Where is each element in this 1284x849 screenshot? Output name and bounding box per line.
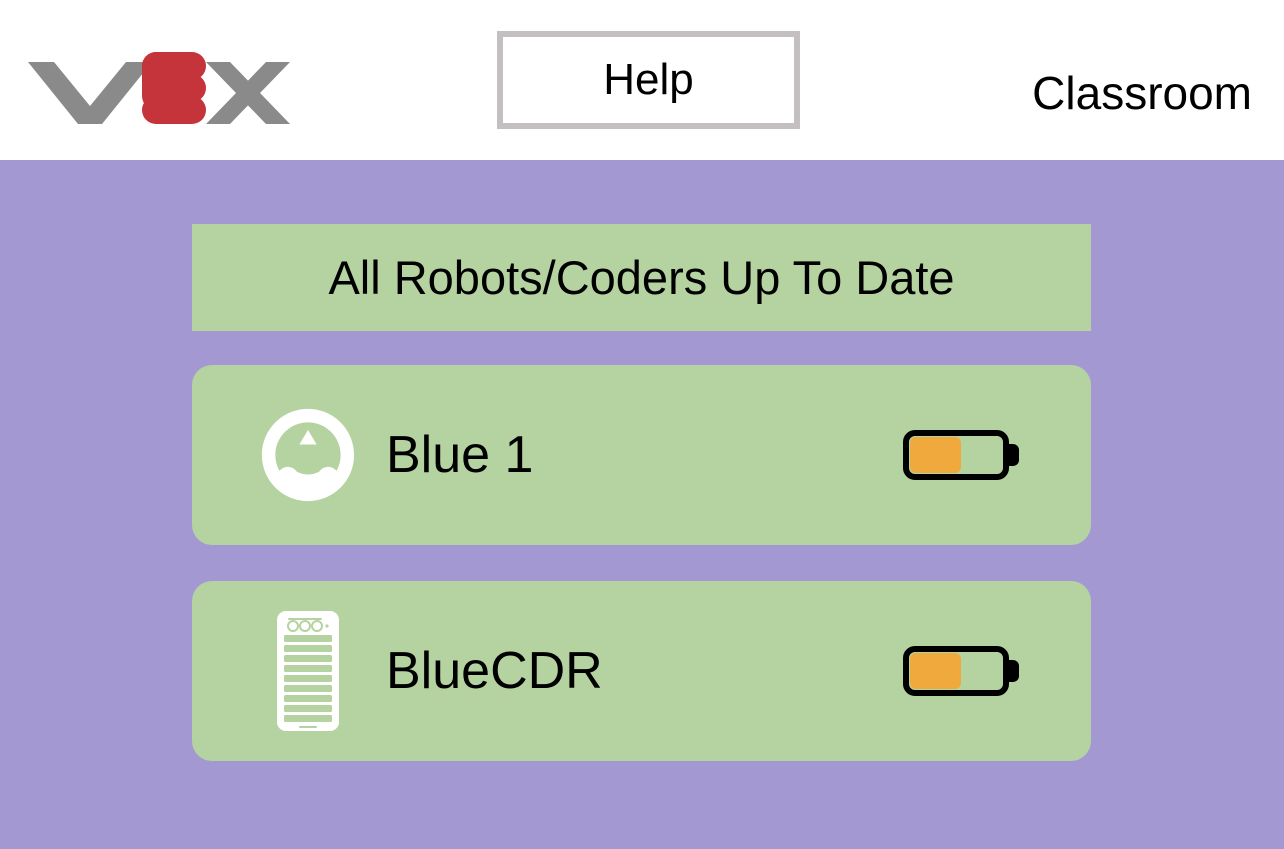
battery-fill (910, 653, 961, 689)
battery-cap (1007, 660, 1019, 682)
status-banner: All Robots/Coders Up To Date (192, 224, 1091, 331)
device-card[interactable]: Blue 1 (192, 365, 1091, 545)
device-name: Blue 1 (386, 426, 534, 484)
battery-body (903, 430, 1009, 480)
battery-cap (1007, 444, 1019, 466)
battery-indicator (903, 646, 1019, 696)
device-card[interactable]: BlueCDR (192, 581, 1091, 761)
app-header: Help Classroom (0, 0, 1284, 160)
vex-logo (28, 38, 290, 124)
main-content: All Robots/Coders Up To Date Blue 1 (0, 160, 1284, 849)
vex-123-robot-icon (248, 407, 368, 503)
battery-fill (910, 437, 961, 473)
vex-coder-icon (248, 611, 368, 731)
classroom-title: Classroom (1032, 67, 1252, 119)
help-button-label: Help (603, 55, 694, 104)
help-button[interactable]: Help (497, 31, 800, 129)
battery-body (903, 646, 1009, 696)
device-name: BlueCDR (386, 642, 603, 700)
battery-indicator (903, 430, 1019, 480)
status-banner-text: All Robots/Coders Up To Date (328, 251, 955, 304)
